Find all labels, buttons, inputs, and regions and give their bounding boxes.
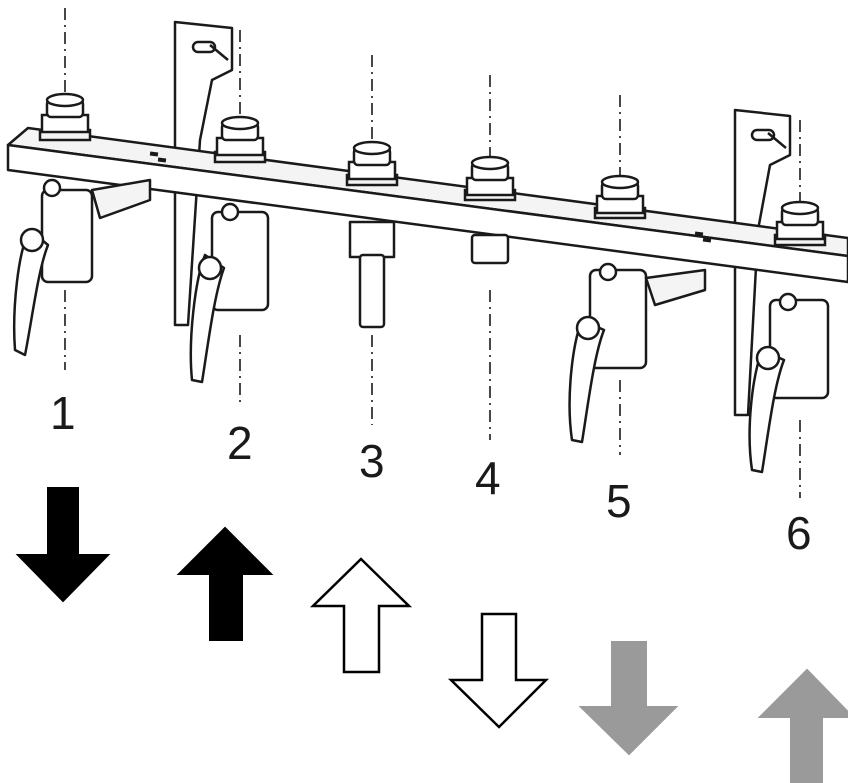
up-arrow-solid-gray: [757, 668, 848, 783]
connection-number-4: 4: [475, 452, 501, 504]
down-arrow-solid-black: [15, 487, 111, 603]
down-arrow-solid-gray: [578, 641, 679, 756]
top-fitting-1: [38, 92, 92, 142]
up-arrow-solid-black: [176, 526, 274, 641]
top-fitting-4: [463, 155, 517, 202]
top-fitting-3: [345, 140, 399, 187]
down-arrow-outline: [447, 612, 550, 729]
ball-valve-5: [568, 262, 707, 444]
connection-number-5: 5: [606, 475, 632, 527]
connection-number-2: 2: [227, 417, 253, 469]
ball-valve-6: [748, 292, 830, 474]
top-fitting-5: [593, 174, 647, 220]
top-fitting-6: [773, 200, 827, 247]
connection-number-1: 1: [50, 387, 76, 439]
up-arrow-outline: [309, 557, 413, 674]
ball-valve-1: [12, 178, 152, 357]
ball-valve-2: [189, 202, 270, 384]
flow-arrows: [15, 487, 848, 783]
top-fitting-2: [213, 115, 267, 164]
right-mounting-bracket: [733, 108, 792, 417]
connection-number-3: 3: [359, 435, 385, 487]
top-fittings: [38, 92, 827, 247]
connection-number-6: 6: [786, 507, 812, 559]
center-lines: [64, 8, 801, 498]
lower-fittings: [12, 178, 830, 474]
nut-4: [470, 233, 510, 265]
pipe-stub-3: [348, 220, 396, 329]
left-mounting-bracket: [173, 20, 234, 327]
